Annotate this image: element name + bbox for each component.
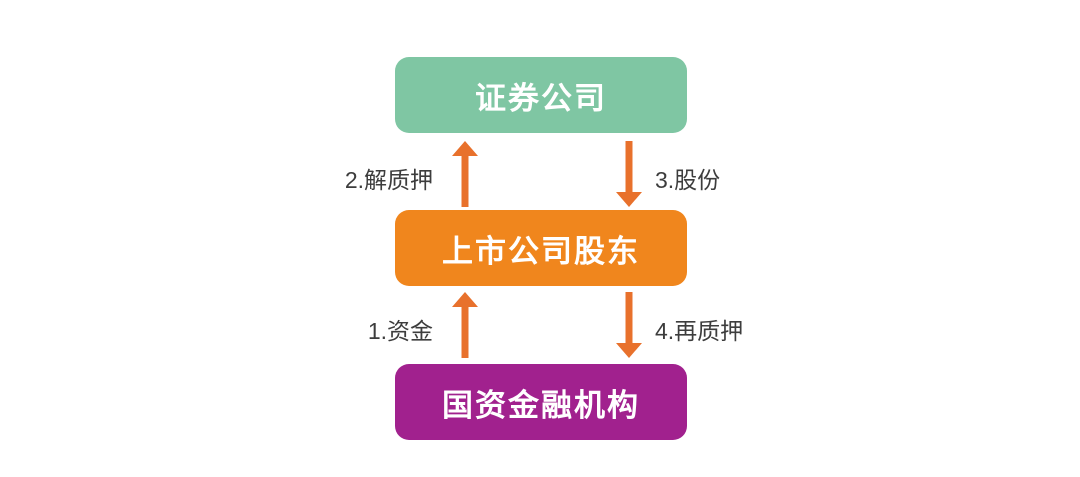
node-securities-company-label: 证券公司 <box>475 80 607 116</box>
node-state-financial-institutions: 国资金融机构 <box>395 364 687 440</box>
edge-label-funds: 1.资金 <box>367 318 433 344</box>
arrow-up-release-pledge-icon <box>452 141 478 207</box>
arrow-down-re-pledge-icon <box>616 292 642 358</box>
node-listed-company-shareholders: 上市公司股东 <box>395 210 687 286</box>
arrow-down-shares-icon <box>616 141 642 207</box>
edge-label-shares: 3.股份 <box>655 167 721 193</box>
edge-label-release-pledge: 2.解质押 <box>344 167 433 193</box>
arrow-up-funds-icon <box>452 292 478 358</box>
edge-label-re-pledge: 4.再质押 <box>655 318 744 344</box>
node-securities-company: 证券公司 <box>395 57 687 133</box>
node-listed-company-shareholders-label: 上市公司股东 <box>442 233 640 269</box>
node-state-financial-institutions-label: 国资金融机构 <box>442 387 640 423</box>
